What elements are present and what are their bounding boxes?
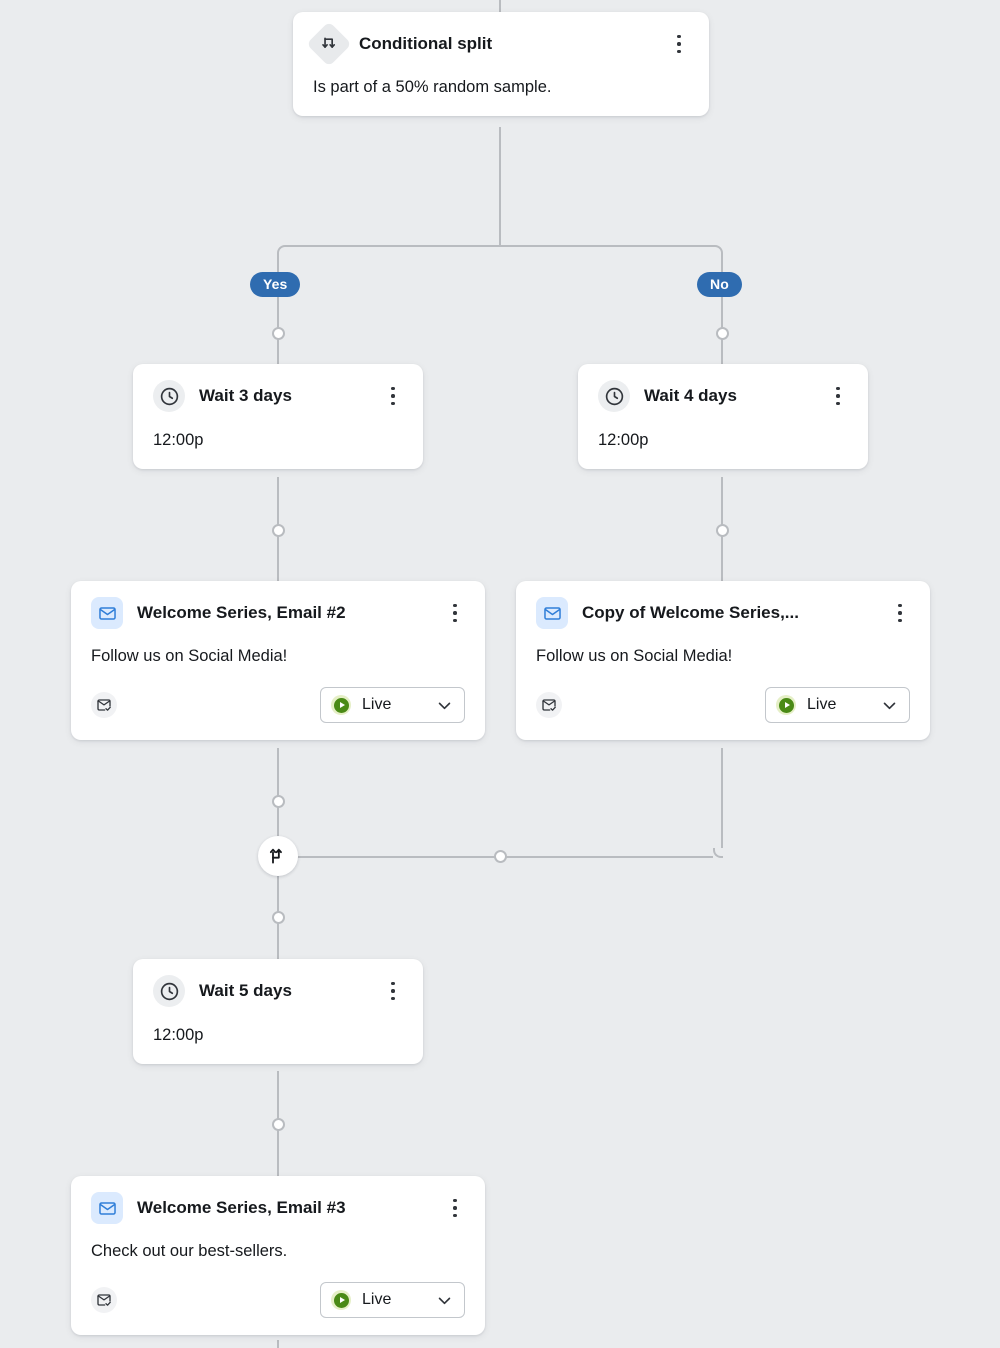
node-conditional-split[interactable]: Conditional split Is part of a 50% rando… (293, 12, 709, 117)
card-header: Conditional split (306, 21, 689, 67)
node-email-welcome-3[interactable]: Welcome Series, Email #3 Check out our b… (71, 1176, 485, 1336)
clock-icon (153, 975, 185, 1007)
edge-emailcopy-down (721, 748, 723, 848)
node-email-welcome-2[interactable]: Welcome Series, Email #2 Follow us on So… (71, 581, 485, 741)
play-circle-icon (331, 695, 351, 716)
status-dropdown[interactable]: Live (320, 687, 465, 724)
node-title: Wait 4 days (644, 386, 737, 405)
node-title: Wait 3 days (199, 386, 292, 405)
edge-merge-bar (298, 856, 713, 858)
chevron-down-icon (881, 697, 898, 714)
edge-dot-wait5-email3 (271, 1118, 285, 1131)
node-description: Is part of a 50% random sample. (313, 78, 552, 96)
edge-merge-to-wait5 (277, 876, 279, 959)
kebab-menu-icon[interactable] (383, 384, 403, 408)
node-title: Welcome Series, Email #3 (137, 1198, 346, 1217)
card-footer: Live (91, 1282, 465, 1335)
envelope-check-icon (536, 692, 562, 719)
chevron-down-icon (436, 697, 453, 714)
node-title: Welcome Series, Email #2 (137, 603, 346, 622)
edge-wait4-to-emailcopy (721, 477, 723, 581)
node-merge[interactable] (258, 836, 298, 876)
edge-dot-wait4-emailcopy (715, 524, 729, 537)
card-header: Welcome Series, Email #2 (91, 597, 465, 629)
branch-label-yes[interactable]: Yes (250, 272, 301, 298)
envelope-check-icon (91, 692, 117, 719)
status-dropdown[interactable]: Live (320, 1282, 465, 1319)
node-detail: 12:00p (153, 431, 204, 449)
chevron-down-icon (436, 1292, 453, 1309)
node-detail: 12:00p (598, 431, 649, 449)
branch-label-no[interactable]: No (697, 272, 742, 298)
envelope-icon (536, 597, 568, 629)
card-header: Welcome Series, Email #3 (91, 1192, 465, 1224)
envelope-icon (91, 597, 123, 629)
node-email-copy-welcome[interactable]: Copy of Welcome Series,... Follow us on … (516, 581, 930, 741)
kebab-menu-icon[interactable] (890, 601, 910, 625)
card-header: Wait 4 days (598, 380, 848, 412)
node-subject: Follow us on Social Media! (91, 647, 288, 665)
edge-wait3-to-email2 (277, 477, 279, 581)
kebab-menu-icon[interactable] (383, 979, 403, 1003)
edge-bottom-outgoing (277, 1340, 279, 1348)
edge-dot-no-branch (715, 327, 729, 340)
edge-split-stem (499, 127, 501, 245)
status-label: Live (362, 696, 392, 714)
node-title: Copy of Welcome Series,... (582, 603, 799, 622)
edge-dot-merge-bar (493, 850, 507, 863)
edge-corner-left (277, 245, 287, 255)
kebab-menu-icon[interactable] (669, 32, 689, 56)
node-title: Wait 5 days (199, 981, 292, 1000)
kebab-menu-icon[interactable] (445, 1196, 465, 1220)
node-subject: Follow us on Social Media! (536, 647, 733, 665)
edge-top-incoming (499, 0, 501, 12)
edge-corner-right (713, 245, 723, 255)
node-detail: 12:00p (153, 1026, 204, 1044)
edge-dot-merge-wait5 (271, 911, 285, 924)
node-title: Conditional split (359, 34, 493, 53)
envelope-icon (91, 1192, 123, 1224)
node-wait-4-days[interactable]: Wait 4 days 12:00p (578, 364, 868, 470)
status-label: Live (362, 1291, 392, 1309)
card-header: Wait 5 days (153, 975, 403, 1007)
clock-icon (598, 380, 630, 412)
envelope-check-icon (91, 1287, 117, 1314)
edge-dot-yes-branch (271, 327, 285, 340)
kebab-menu-icon[interactable] (445, 601, 465, 625)
card-footer: Live (91, 687, 465, 740)
play-circle-icon (331, 1290, 351, 1311)
edge-dot-wait3-email2 (271, 524, 285, 537)
card-header: Copy of Welcome Series,... (536, 597, 910, 629)
merge-paths-icon (269, 848, 282, 864)
card-header: Wait 3 days (153, 380, 403, 412)
clock-icon (153, 380, 185, 412)
card-footer: Live (536, 687, 910, 740)
play-circle-icon (776, 695, 796, 716)
edge-wait5-to-email3 (277, 1071, 279, 1176)
edge-email2-to-merge (277, 748, 279, 838)
status-dropdown[interactable]: Live (765, 687, 910, 724)
edge-dot-email2-merge (271, 795, 285, 808)
edge-corner-merge (713, 848, 723, 858)
kebab-menu-icon[interactable] (828, 384, 848, 408)
node-wait-3-days[interactable]: Wait 3 days 12:00p (133, 364, 423, 470)
edge-branch-bar (287, 245, 713, 247)
node-subject: Check out our best-sellers. (91, 1242, 288, 1260)
status-label: Live (807, 696, 837, 714)
node-wait-5-days[interactable]: Wait 5 days 12:00p (133, 959, 423, 1065)
split-arrows-icon (306, 21, 352, 67)
